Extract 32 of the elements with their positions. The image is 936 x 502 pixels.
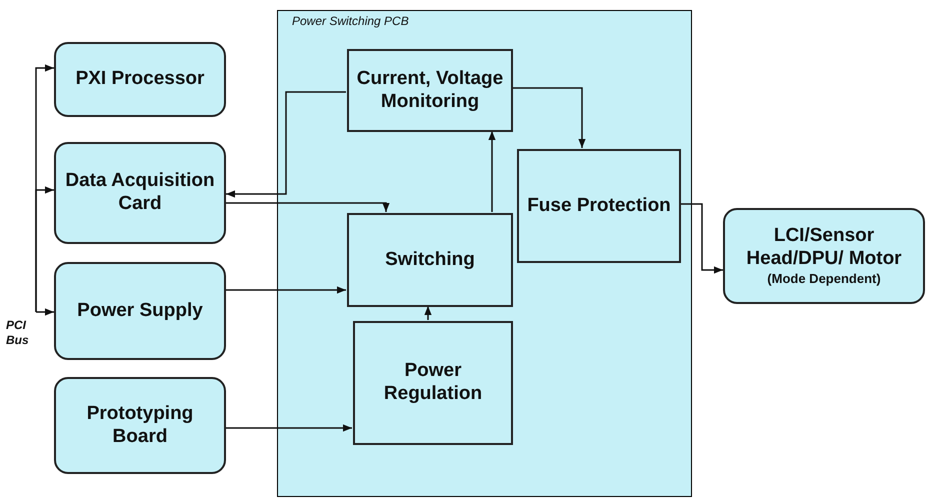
box-note: (Mode Dependent) (767, 270, 881, 287)
process-box (54, 262, 226, 360)
process-box (54, 377, 226, 474)
process-box (347, 49, 513, 132)
process-box (723, 208, 925, 304)
process-box (517, 149, 681, 263)
arrow (226, 202, 390, 212)
arrow (35, 186, 54, 312)
arrow (226, 286, 346, 294)
box-label: Data Acquisition Card (64, 170, 216, 216)
process-box (353, 321, 513, 445)
box-label: Fuse Protection (527, 194, 671, 218)
arrow (680, 203, 723, 274)
arrow (424, 306, 432, 320)
box-label: PXI Processor (76, 68, 204, 91)
arrow (488, 131, 496, 212)
box-label: Current, Voltage Monitoring (356, 68, 504, 114)
arrow (226, 424, 352, 432)
box-label: LCI/Sensor Head/DPU/ Motor (745, 225, 903, 271)
process-box (54, 42, 226, 117)
arrow (226, 91, 346, 198)
pcb-panel (277, 10, 692, 497)
process-box (54, 142, 226, 244)
box-label: Switching (385, 248, 475, 272)
arrow (512, 87, 586, 148)
box-label: Prototyping Board (86, 402, 194, 448)
bus-label: PCI Bus (6, 318, 30, 348)
arrow (36, 308, 54, 316)
box-label: Power Supply (77, 300, 203, 322)
panel-title: Power Switching PCB (292, 13, 409, 30)
box-label: Power Regulation (382, 360, 484, 406)
process-box (347, 213, 513, 307)
